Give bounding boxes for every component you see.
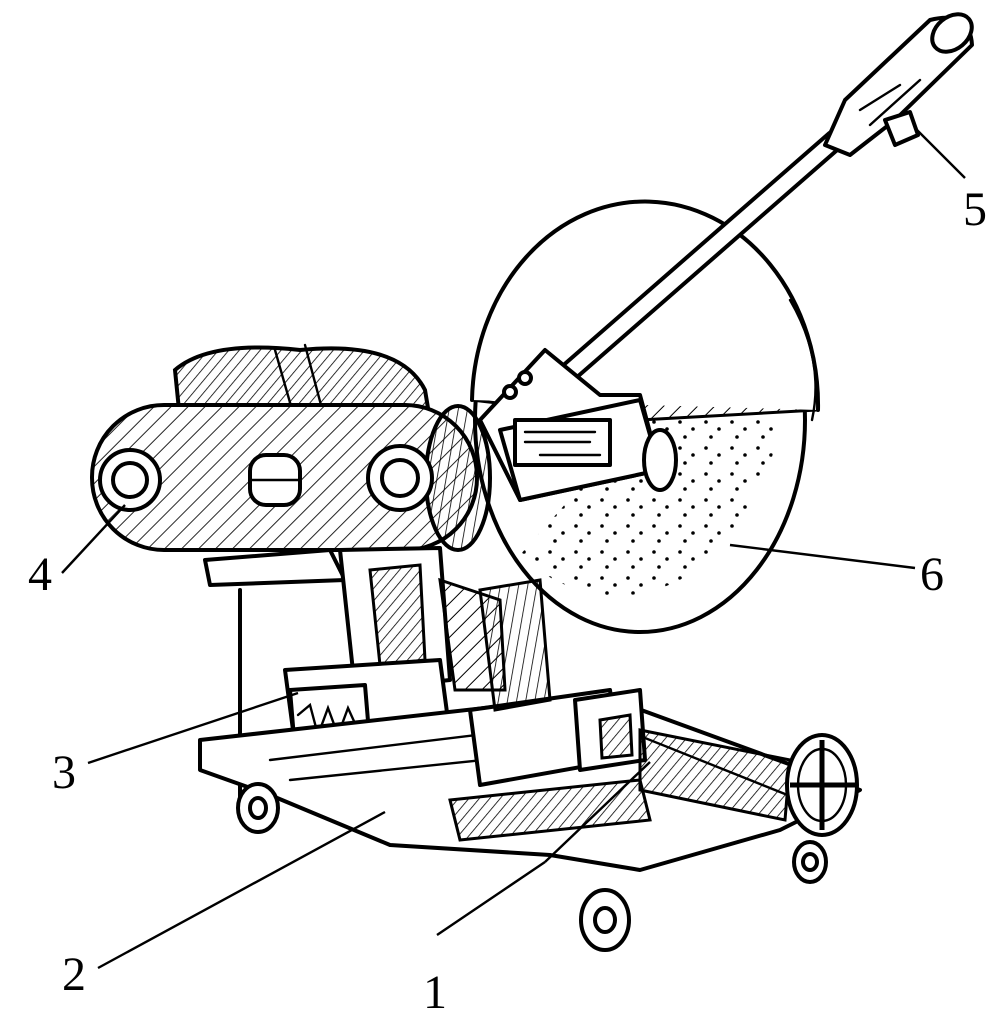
handwheel <box>785 733 859 837</box>
callout-1: 1 <box>423 966 447 1019</box>
handle-lever <box>549 12 974 391</box>
base-frame <box>198 693 862 872</box>
caster-wheels <box>236 782 828 952</box>
callout-3: 3 <box>52 746 76 799</box>
wheel-hub-housing <box>478 348 678 502</box>
callout-2: 2 <box>62 948 86 1001</box>
leader-lines <box>61 127 966 970</box>
callout-labels: 1 2 3 4 5 6 <box>28 183 987 1019</box>
callout-5: 5 <box>963 183 987 236</box>
callout-4: 4 <box>28 548 52 601</box>
vise-clamp <box>448 578 792 842</box>
motor-assembly <box>90 343 492 552</box>
callout-6: 6 <box>920 548 944 601</box>
column-bracket <box>203 546 507 802</box>
